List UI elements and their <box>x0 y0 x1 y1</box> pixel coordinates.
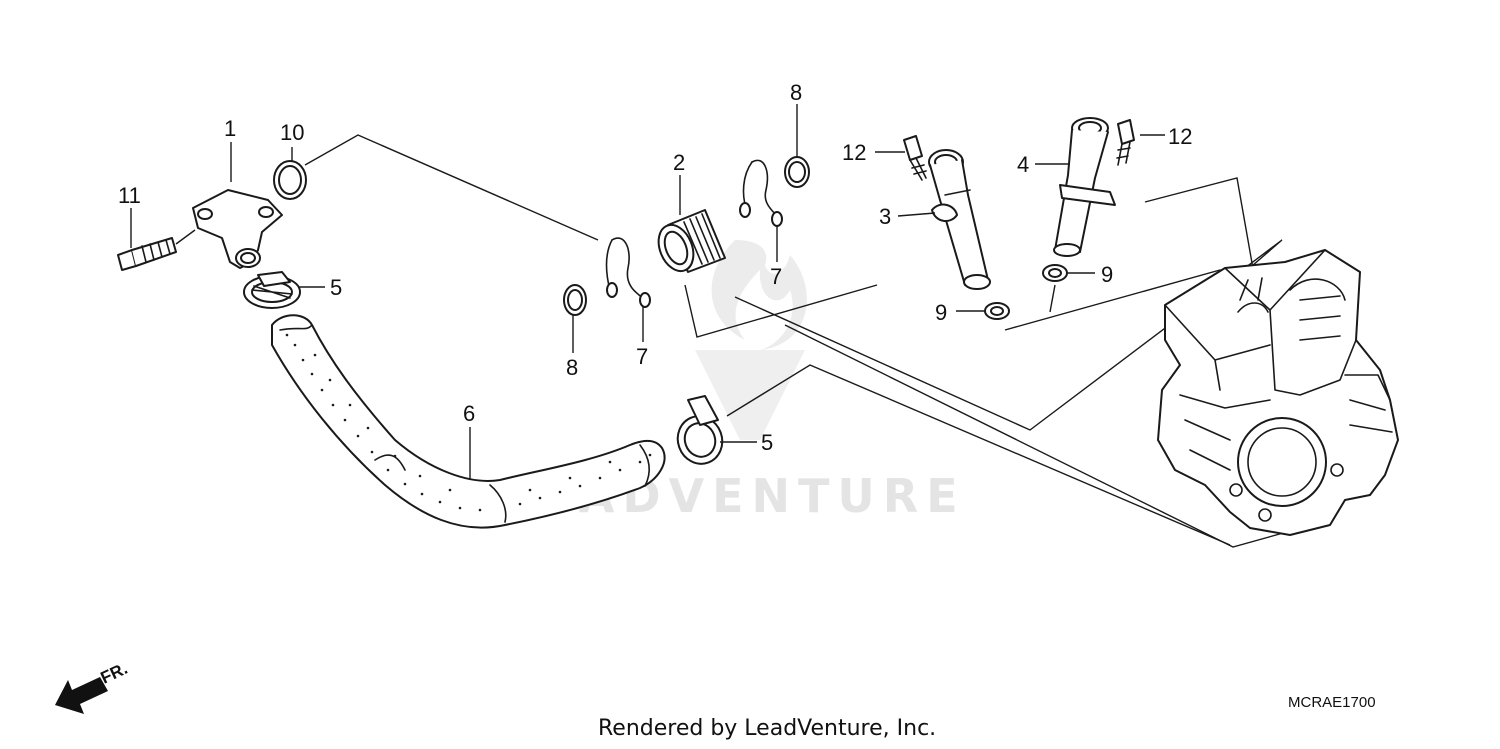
callout-6: 6 <box>463 401 475 426</box>
washer-part-9-left <box>984 302 1010 320</box>
o-ring-part-8-right <box>784 156 810 188</box>
callout-9-left: 9 <box>935 300 947 325</box>
water-hose-part-6 <box>271 314 666 529</box>
callout-9-right: 9 <box>1101 262 1113 287</box>
clip-part-7-left <box>605 237 651 308</box>
callout-11: 11 <box>118 183 141 208</box>
callout-8-bottom: 8 <box>566 355 578 380</box>
callout-1: 1 <box>224 116 236 141</box>
hose-clamp-part-5-upper <box>243 271 301 309</box>
callout-5-upper: 5 <box>330 275 342 300</box>
o-ring-part-8-left <box>563 284 587 316</box>
bolt-part-12-left <box>903 135 927 181</box>
water-joint-part-1 <box>175 189 283 269</box>
callout-5-lower: 5 <box>761 430 773 455</box>
bolt-part-11 <box>117 237 177 271</box>
bolt-part-12-right <box>1116 119 1135 166</box>
engine-illustration <box>1157 249 1399 536</box>
callout-leaders <box>130 104 1165 480</box>
callout-numbers: 1 10 11 5 2 8 12 12 4 3 8 7 7 9 9 6 5 <box>118 80 1192 455</box>
callout-10: 10 <box>280 120 304 145</box>
callout-4: 4 <box>1017 152 1029 177</box>
clip-part-7-right <box>739 159 783 227</box>
washer-part-9-right <box>1042 264 1068 282</box>
callout-3: 3 <box>879 204 891 229</box>
callout-7-left: 7 <box>636 344 648 369</box>
callout-12-left: 12 <box>842 140 866 165</box>
callout-8-top: 8 <box>790 80 802 105</box>
water-pipe-part-4 <box>1053 117 1116 257</box>
water-pipe-part-3 <box>928 149 991 290</box>
callout-12-right: 12 <box>1168 124 1192 149</box>
callout-2: 2 <box>673 150 685 175</box>
callout-7-right: 7 <box>770 264 782 289</box>
joint-part-2 <box>657 209 726 273</box>
diagram-code: MCRAE1700 <box>1288 694 1376 711</box>
front-arrow-icon: FR. <box>55 659 131 714</box>
hose-clamp-part-5-lower <box>676 395 724 465</box>
render-credit: Rendered by LeadVenture, Inc. <box>598 716 937 741</box>
o-ring-part-10 <box>273 160 307 200</box>
